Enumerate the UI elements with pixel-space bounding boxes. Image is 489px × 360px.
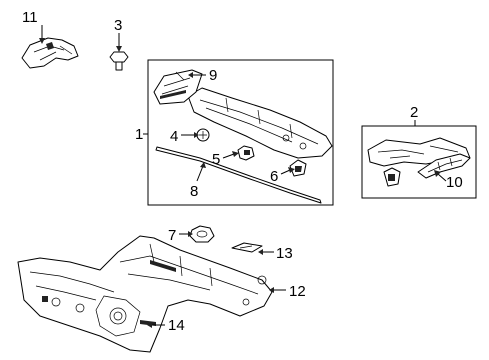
callout-10: 10 (446, 174, 463, 191)
arrow-icon (434, 170, 441, 177)
arrow-icon (269, 287, 274, 293)
callout-13: 13 (276, 245, 293, 262)
callout-1: 1 (135, 126, 143, 143)
part-5-clip (237, 145, 255, 161)
callout-14: 14 (168, 317, 185, 334)
arrow-icon (194, 132, 199, 138)
callout-12: 12 (289, 283, 306, 300)
callout-3: 3 (114, 17, 122, 34)
part-6-clip (289, 159, 307, 177)
leader-10 (437, 173, 447, 182)
callout-5: 5 (212, 151, 220, 168)
arrow-icon (200, 162, 206, 168)
callout-11: 11 (22, 9, 38, 26)
arrow-icon (232, 151, 239, 157)
part-11-bracket (21, 37, 79, 69)
arrow-icon (116, 46, 122, 52)
part-10-bracket (417, 153, 471, 179)
callout-2: 2 (410, 104, 418, 121)
arrow-icon (288, 167, 295, 173)
arrow-icon (258, 249, 263, 255)
callout-7: 7 (168, 227, 176, 244)
leader-6 (280, 169, 291, 175)
callout-6: 6 (270, 168, 278, 185)
arrow-icon (39, 38, 45, 44)
part-cowl-panel (187, 87, 333, 159)
callout-4: 4 (170, 128, 178, 145)
group-box-1 (147, 59, 334, 206)
part-12-dash-panel (17, 235, 273, 353)
part-8-seal (155, 146, 322, 204)
callout-9: 9 (209, 67, 217, 84)
leader-5 (222, 153, 235, 159)
callout-8: 8 (190, 183, 198, 200)
leader-8 (196, 165, 204, 182)
arrow-icon (188, 72, 193, 78)
arrow-icon (188, 231, 193, 237)
part-4-screw (196, 128, 210, 142)
part-7-grommet (189, 225, 215, 243)
group-box-2 (361, 125, 477, 199)
part-13-pad (231, 242, 263, 253)
part-3-clip (109, 51, 129, 71)
part-9-cover (153, 69, 203, 105)
arrow-icon (147, 322, 152, 328)
